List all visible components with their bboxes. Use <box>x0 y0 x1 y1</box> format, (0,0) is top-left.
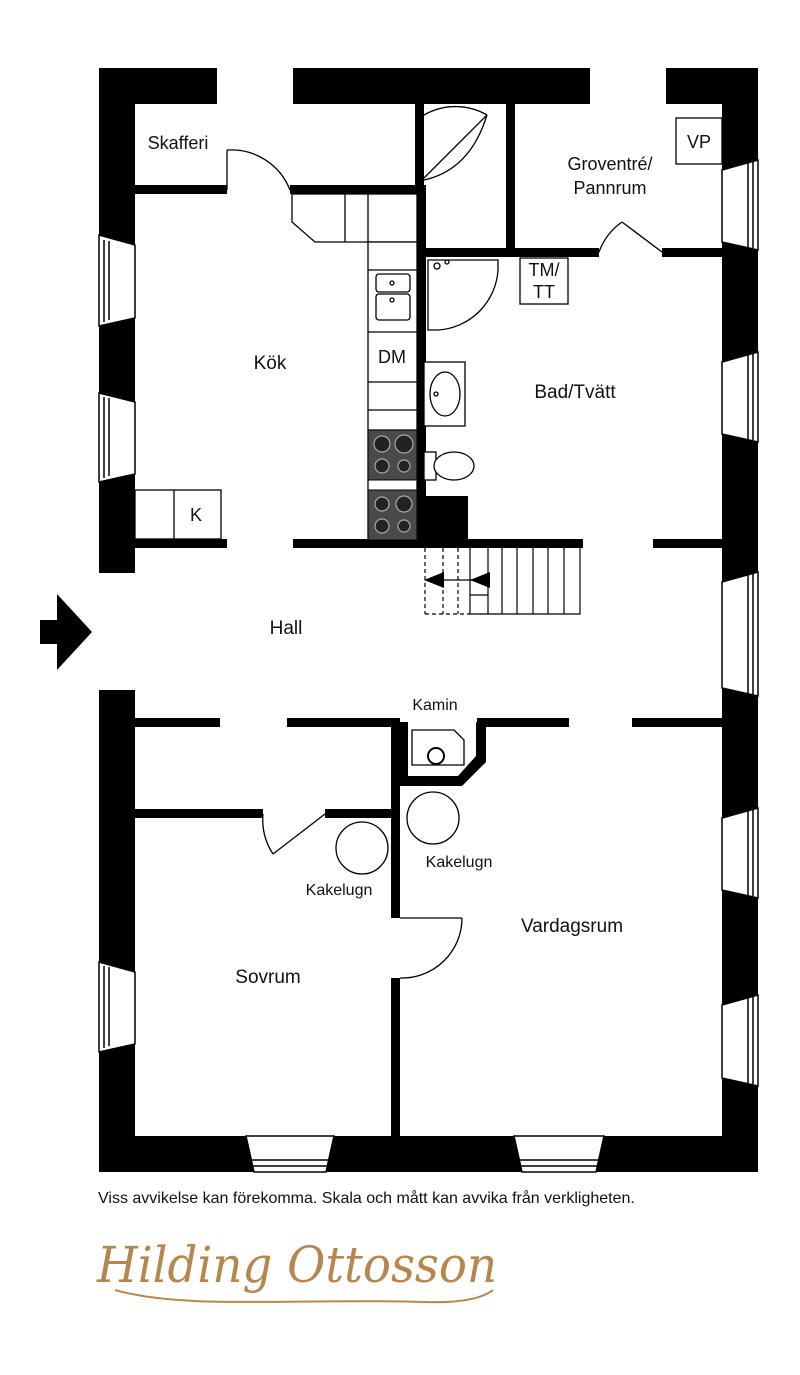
kamin-pipe-icon <box>427 747 445 765</box>
interior-walls <box>135 104 722 1138</box>
label-tt: TT <box>533 282 555 302</box>
label-vp: VP <box>687 132 711 152</box>
label-kok: Kök <box>254 353 287 374</box>
kamin-frame <box>398 722 486 786</box>
vp-box <box>675 117 723 165</box>
doors <box>226 105 663 979</box>
kakelugn-left-icon <box>335 821 389 875</box>
label-bad-tvatt: Bad/Tvätt <box>534 382 616 403</box>
label-groventre: Groventré/ <box>567 154 652 174</box>
kakelugn-right-icon <box>406 791 460 845</box>
label-pannrum: Pannrum <box>573 178 646 198</box>
label-sovrum: Sovrum <box>235 967 300 988</box>
stairs <box>424 548 581 615</box>
label-skafferi: Skafferi <box>148 133 209 153</box>
disclaimer-text: Viss avvikelse kan förekomma. Skala och … <box>98 1190 635 1207</box>
bathroom-fixtures <box>423 257 569 481</box>
label-k: K <box>190 505 202 525</box>
floor-plan: Skafferi Groventré/ Pannrum VP TM/ TT Kö… <box>40 68 759 1173</box>
windows <box>98 159 759 1173</box>
stair-arrow-icon <box>470 572 490 588</box>
label-vardagsrum: Vardagsrum <box>521 916 623 937</box>
exterior-walls <box>99 68 758 1172</box>
label-dm: DM <box>378 347 406 367</box>
label-kakelugn-left: Kakelugn <box>306 882 373 899</box>
entrance-arrow-icon <box>40 594 92 670</box>
label-kakelugn-right: Kakelugn <box>426 854 493 871</box>
stove <box>367 429 418 541</box>
brand-name: Hilding Ottosson <box>96 1236 497 1294</box>
label-kamin: Kamin <box>412 697 457 714</box>
label-tm: TM/ <box>529 260 560 280</box>
label-hall: Hall <box>270 618 303 639</box>
brand-logo: Hilding Ottosson <box>96 1236 497 1304</box>
stair-arrow-icon <box>424 572 444 588</box>
brand-flourish <box>114 1289 494 1304</box>
